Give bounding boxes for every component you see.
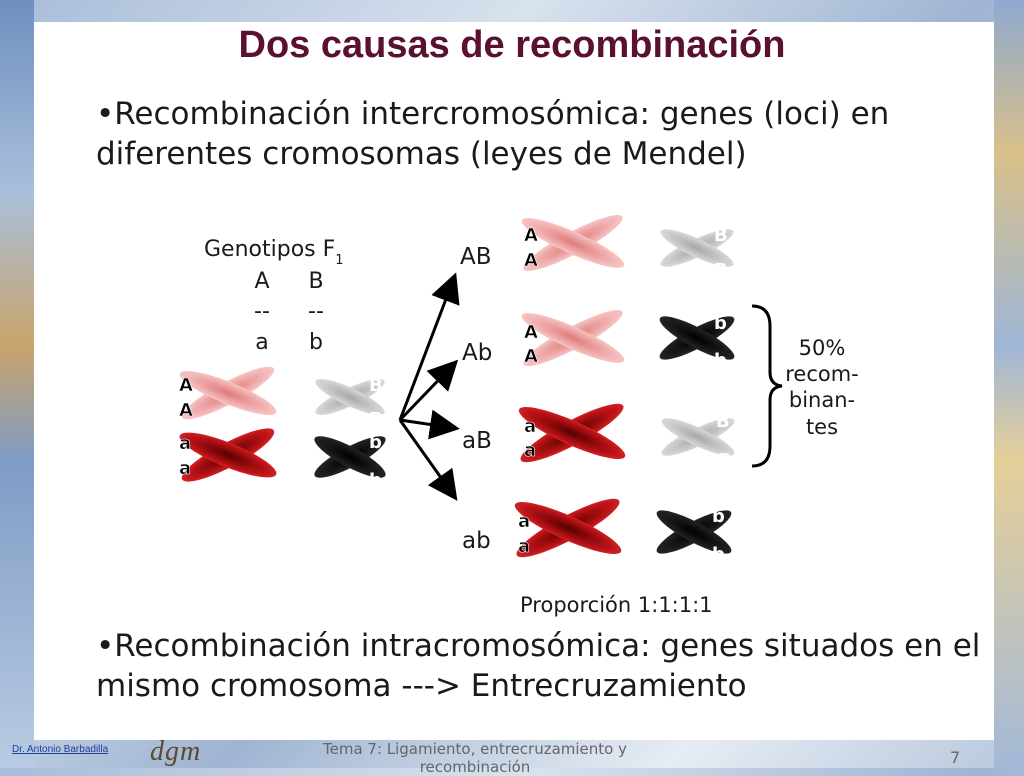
parent-allele-B2: B — [369, 409, 383, 430]
parent-allele-a1: a — [179, 433, 191, 454]
gamete-ab-allele-b2: b — [712, 544, 725, 565]
gamete-aB-allele-B1: B — [716, 411, 730, 432]
gamete-label-ab: ab — [462, 528, 491, 554]
parent-chromosome-B — [315, 378, 385, 416]
proportion-label: Proporción 1:1:1:1 — [520, 593, 713, 617]
gamete-AB-allele-A2: A — [524, 250, 538, 271]
gamete-AB-allele-A1: A — [524, 225, 538, 246]
background-left-decoration — [0, 0, 34, 768]
gamete-aB-allele-B2: B — [718, 450, 732, 471]
gamete-label-AB: AB — [460, 244, 492, 270]
recombinants-note-line1: 50% — [799, 336, 846, 360]
recombinants-note-line2: recom- — [785, 362, 859, 386]
page-number: 7 — [950, 748, 961, 767]
bullet-intracromosomica: •Recombinación intracromosómica: genes s… — [96, 628, 981, 704]
genotype-col2-bottom: b — [309, 330, 323, 355]
gamete-Ab-allele-A2: A — [524, 346, 538, 367]
gamete-AB-allele-B1: B — [714, 225, 728, 246]
parent-chromosome-b — [314, 436, 386, 478]
gamete-aB-allele-a2: a — [524, 440, 536, 461]
recombinants-brace — [751, 304, 783, 468]
gamete-AB-allele-B2: B — [714, 260, 728, 281]
arrow-to-aB — [399, 409, 460, 440]
footer-author-link[interactable]: Dr. Antonio Barbadilla — [12, 744, 109, 755]
parent-chromosome-A — [179, 366, 277, 420]
parent-allele-A1: A — [179, 375, 193, 396]
dgm-logo: dgm — [150, 736, 202, 767]
gamete-Ab-chromosome-A — [521, 309, 625, 367]
bullet-intercromosomica: •Recombinación intercromosómica: genes (… — [96, 96, 890, 172]
background-right-decoration — [994, 0, 1024, 768]
gamete-Ab-chromosome-b — [659, 316, 735, 360]
parent-allele-B1: B — [369, 375, 383, 396]
gamete-ab-chromosome-b — [656, 510, 732, 554]
footer-topic: Tema 7: Ligamiento, entrecruzamiento y r… — [322, 740, 627, 776]
gamete-aB-chromosome-a — [518, 403, 626, 463]
slide-title: Dos causas de recombinación — [238, 24, 786, 66]
genotype-col2-dash: -- — [308, 299, 324, 324]
genotype-col1-bottom: a — [255, 330, 268, 355]
gamete-Ab-allele-A1: A — [524, 322, 538, 343]
gamete-ab-allele-a2: a — [518, 536, 530, 557]
gamete-Ab-allele-b1: b — [714, 313, 727, 334]
gamete-label-aB: aB — [462, 428, 492, 454]
gamete-label-Ab: Ab — [462, 340, 492, 366]
gamete-ab-allele-a1: a — [518, 511, 530, 532]
genotype-col1-dash: -- — [254, 299, 270, 324]
gamete-AB-chromosome-B — [660, 229, 734, 267]
parent-chromosome-a — [179, 428, 277, 482]
gamete-ab-allele-b1: b — [712, 506, 725, 527]
gamete-aB-allele-a1: a — [524, 416, 536, 437]
genotype-col2-top: B — [308, 269, 323, 294]
genotype-col1-top: A — [254, 269, 269, 294]
recombinants-note-line4: tes — [806, 415, 838, 439]
genotype-label: Genotipos F1 — [204, 237, 344, 268]
arrow-to-Ab — [398, 359, 459, 422]
recombinants-note-line3: binan- — [789, 388, 855, 412]
parent-allele-a2: a — [179, 458, 191, 479]
gamete-AB-chromosome-A — [521, 214, 625, 272]
parent-allele-A2: A — [179, 400, 193, 421]
gamete-ab-chromosome-a — [514, 498, 622, 558]
gamete-Ab-allele-b2: b — [714, 350, 727, 371]
arrow-to-AB — [398, 272, 460, 421]
parent-allele-b2: b — [369, 470, 382, 491]
gamete-aB-chromosome-B — [661, 418, 735, 456]
arrow-to-ab — [398, 419, 458, 501]
parent-allele-b1: b — [369, 432, 382, 453]
